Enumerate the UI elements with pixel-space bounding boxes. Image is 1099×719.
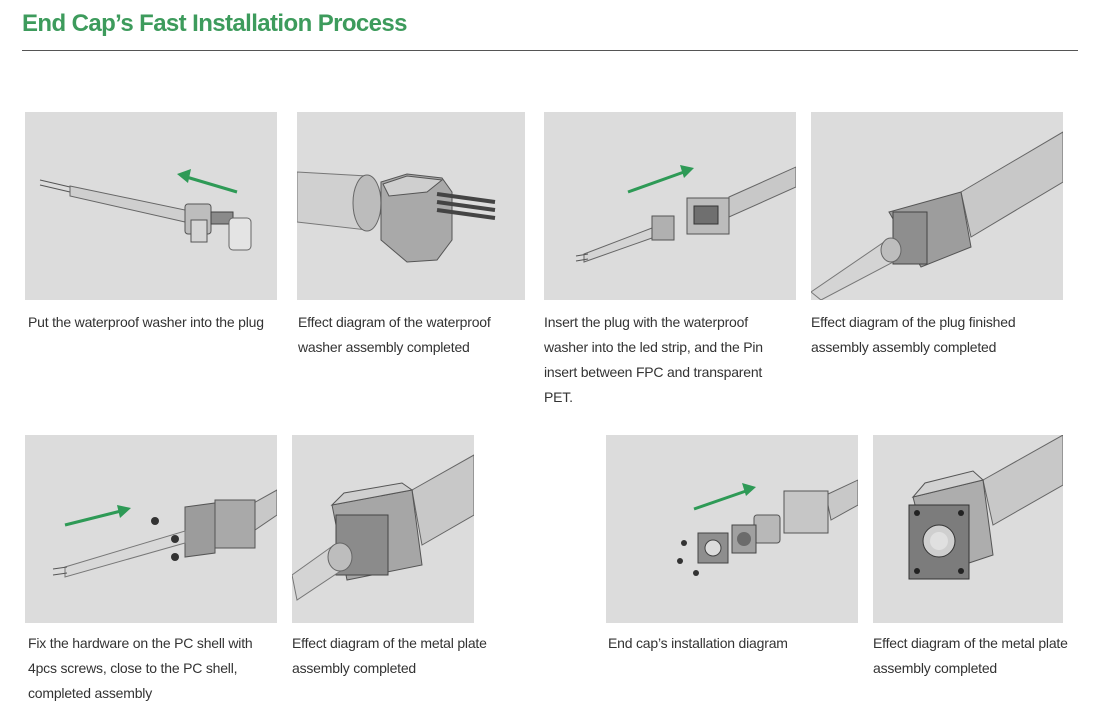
- step-5-caption: Fix the hardware on the PC shell with 4p…: [28, 635, 253, 701]
- step-8-caption: Effect diagram of the metal plate assemb…: [873, 635, 1068, 676]
- step-7-image: [606, 435, 858, 623]
- title-divider: [22, 50, 1078, 51]
- step-2-image: [297, 112, 525, 300]
- step-1-image: [25, 112, 277, 300]
- step-8-image: [873, 435, 1063, 623]
- step-6-image: [292, 435, 474, 623]
- step-2-caption: Effect diagram of the waterproof washer …: [298, 314, 491, 355]
- step-1-caption: Put the waterproof washer into the plug: [28, 314, 264, 330]
- step-4-caption: Effect diagram of the plug finished asse…: [811, 314, 1016, 355]
- page-title: End Cap’s Fast Installation Process: [22, 10, 408, 37]
- step-5-image: [25, 435, 277, 623]
- step-6-caption: Effect diagram of the metal plate assemb…: [292, 635, 487, 676]
- step-3-caption: Insert the plug with the waterproof wash…: [544, 314, 763, 405]
- step-4-image: [811, 112, 1063, 300]
- step-3-image: [544, 112, 796, 300]
- step-7-caption: End cap’s installation diagram: [608, 635, 788, 651]
